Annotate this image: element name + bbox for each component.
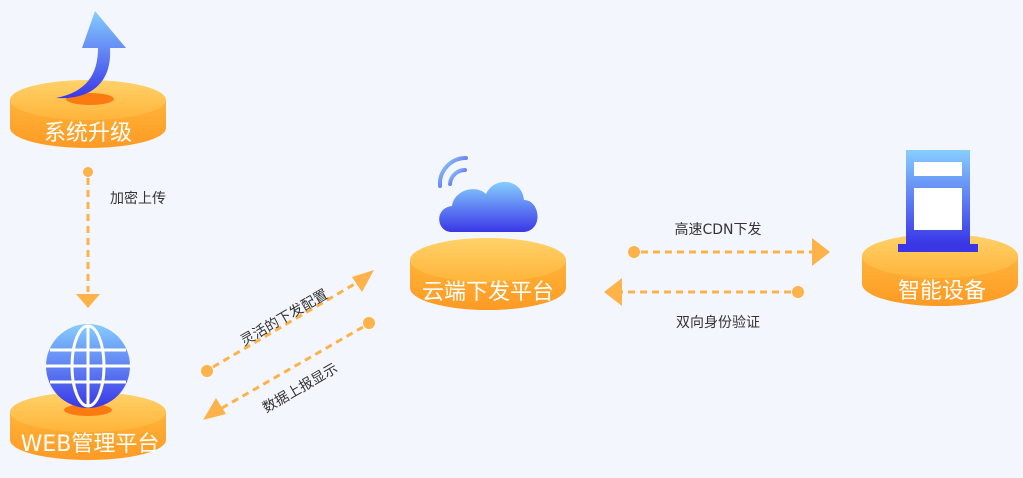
edge-label-encrypt-upload: 加密上传: [110, 190, 166, 207]
edge-flexible-config: 灵活的下发配置: [201, 270, 374, 377]
globe-icon: [46, 324, 130, 408]
node-label-upgrade: 系统升级: [44, 121, 132, 146]
node-cloud-platform: 云端下发平台: [410, 155, 566, 310]
edge-encrypt-upload: 加密上传: [76, 167, 166, 308]
edge-label-data-report: 数据上报显示: [260, 361, 341, 417]
edge-label-cdn-download: 高速CDN下发: [674, 221, 761, 238]
edge-label-mutual-auth: 双向身份验证: [676, 315, 760, 331]
arrow-up-icon: [56, 11, 126, 99]
device-icon: [898, 150, 978, 252]
node-label-web: WEB管理平台: [21, 432, 160, 457]
node-label-cloud: 云端下发平台: [422, 280, 554, 305]
cloud-wifi-icon: [437, 155, 538, 232]
node-system-upgrade: 系统升级: [10, 11, 166, 148]
edge-mutual-auth: 双向身份验证: [604, 278, 804, 331]
node-web-platform: WEB管理平台: [10, 324, 166, 460]
node-label-device: 智能设备: [898, 279, 986, 304]
edge-cdn-download: 高速CDN下发: [628, 221, 830, 266]
edge-data-report: 数据上报显示: [203, 317, 375, 420]
edge-label-flexible-config: 灵活的下发配置: [238, 287, 331, 350]
node-smart-device: 智能设备: [862, 150, 1018, 306]
